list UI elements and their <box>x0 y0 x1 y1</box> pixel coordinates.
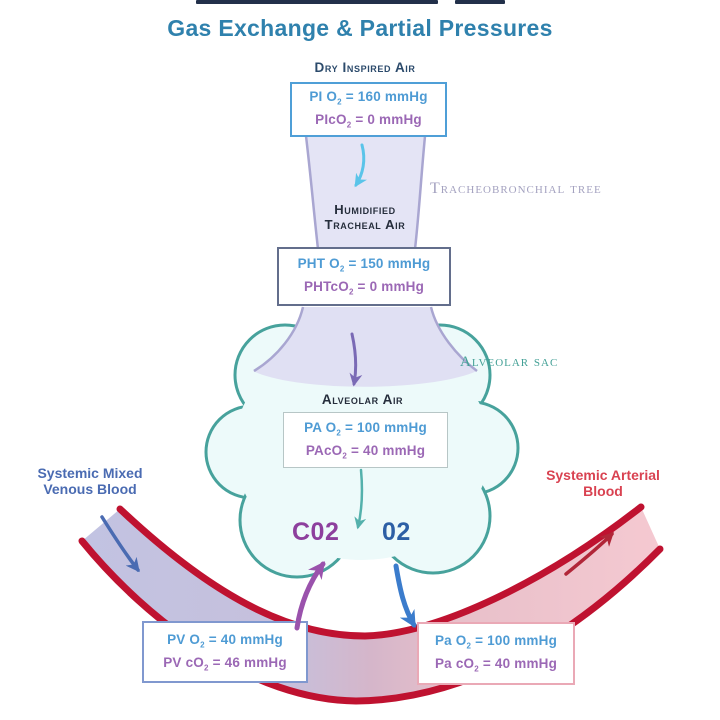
pio2-value: PI O2 = 160 mmHg <box>309 89 428 107</box>
arterial-blood-label-line2: Blood <box>583 483 623 499</box>
o2-gas-label: 02 <box>382 518 411 546</box>
venous-pressure-box: PV O2 = 40 mmHg PV cO2 = 46 mmHg <box>142 621 308 683</box>
tracheobronchial-tree-label: Tracheobronchial tree <box>430 180 602 197</box>
arterial-pressure-box: Pa O2 = 100 mmHg Pa cO2 = 40 mmHg <box>417 622 575 685</box>
alveolar-sac-label: Alveolar sac <box>460 354 559 370</box>
pao2-value: PA O2 = 100 mmHg <box>304 419 427 438</box>
venous-blood-label-line1: Systemic Mixed <box>37 465 143 481</box>
cropped-text-artifact <box>455 0 505 4</box>
venous-blood-label-line2: Venous Blood <box>43 481 137 497</box>
pico2-value: PIcO2 = 0 mmHg <box>315 112 422 130</box>
cropped-text-artifact <box>196 0 438 4</box>
funnel-left-edge <box>253 306 305 373</box>
humidified-label-line1: Humidified <box>334 202 396 217</box>
pao2-arterial-value: Pa O2 = 100 mmHg <box>434 633 558 651</box>
funnel-right-edge <box>429 306 478 372</box>
pvco2-value: PV cO2 = 46 mmHg <box>163 654 287 673</box>
phto2-value: PHT O2 = 150 mmHg <box>297 256 431 274</box>
trachea-left-edge <box>304 135 320 250</box>
phtco2-value: PHTcO2 = 0 mmHg <box>303 279 425 297</box>
trachea-tube <box>306 136 425 249</box>
alveolar-air-arrow <box>354 468 367 530</box>
funnel-air-arrow <box>349 332 363 387</box>
trachea-right-edge <box>413 135 427 250</box>
alveolar-air-pressure-box: PA O2 = 100 mmHg PAcO2 = 40 mmHg <box>283 412 448 468</box>
co2-gas-label: C02 <box>292 518 340 546</box>
arterial-blood-label-line1: Systemic Arterial <box>546 467 660 483</box>
arterial-flow-arrow <box>564 532 614 576</box>
inspired-air-pressure-box: PI O2 = 160 mmHg PIcO2 = 0 mmHg <box>290 82 447 137</box>
tracheal-air-pressure-box: PHT O2 = 150 mmHg PHTcO2 = 0 mmHg <box>277 247 451 306</box>
inspired-air-arrow <box>354 143 368 188</box>
paco2-value: PAcO2 = 40 mmHg <box>305 442 426 461</box>
alveolar-air-label: Alveolar Air <box>321 392 404 407</box>
paco2-arterial-value: Pa cO2 = 40 mmHg <box>434 656 558 674</box>
vessel-top-edge <box>116 503 645 640</box>
pvo2-value: PV O2 = 40 mmHg <box>167 631 283 650</box>
page-title: Gas Exchange & Partial Pressures <box>167 15 553 41</box>
bronchial-funnel <box>253 307 477 387</box>
dry-inspired-air-label: Dry Inspired Air <box>314 60 416 75</box>
venous-flow-arrow <box>100 515 140 573</box>
humidified-label-line2: Tracheal Air <box>324 217 406 232</box>
